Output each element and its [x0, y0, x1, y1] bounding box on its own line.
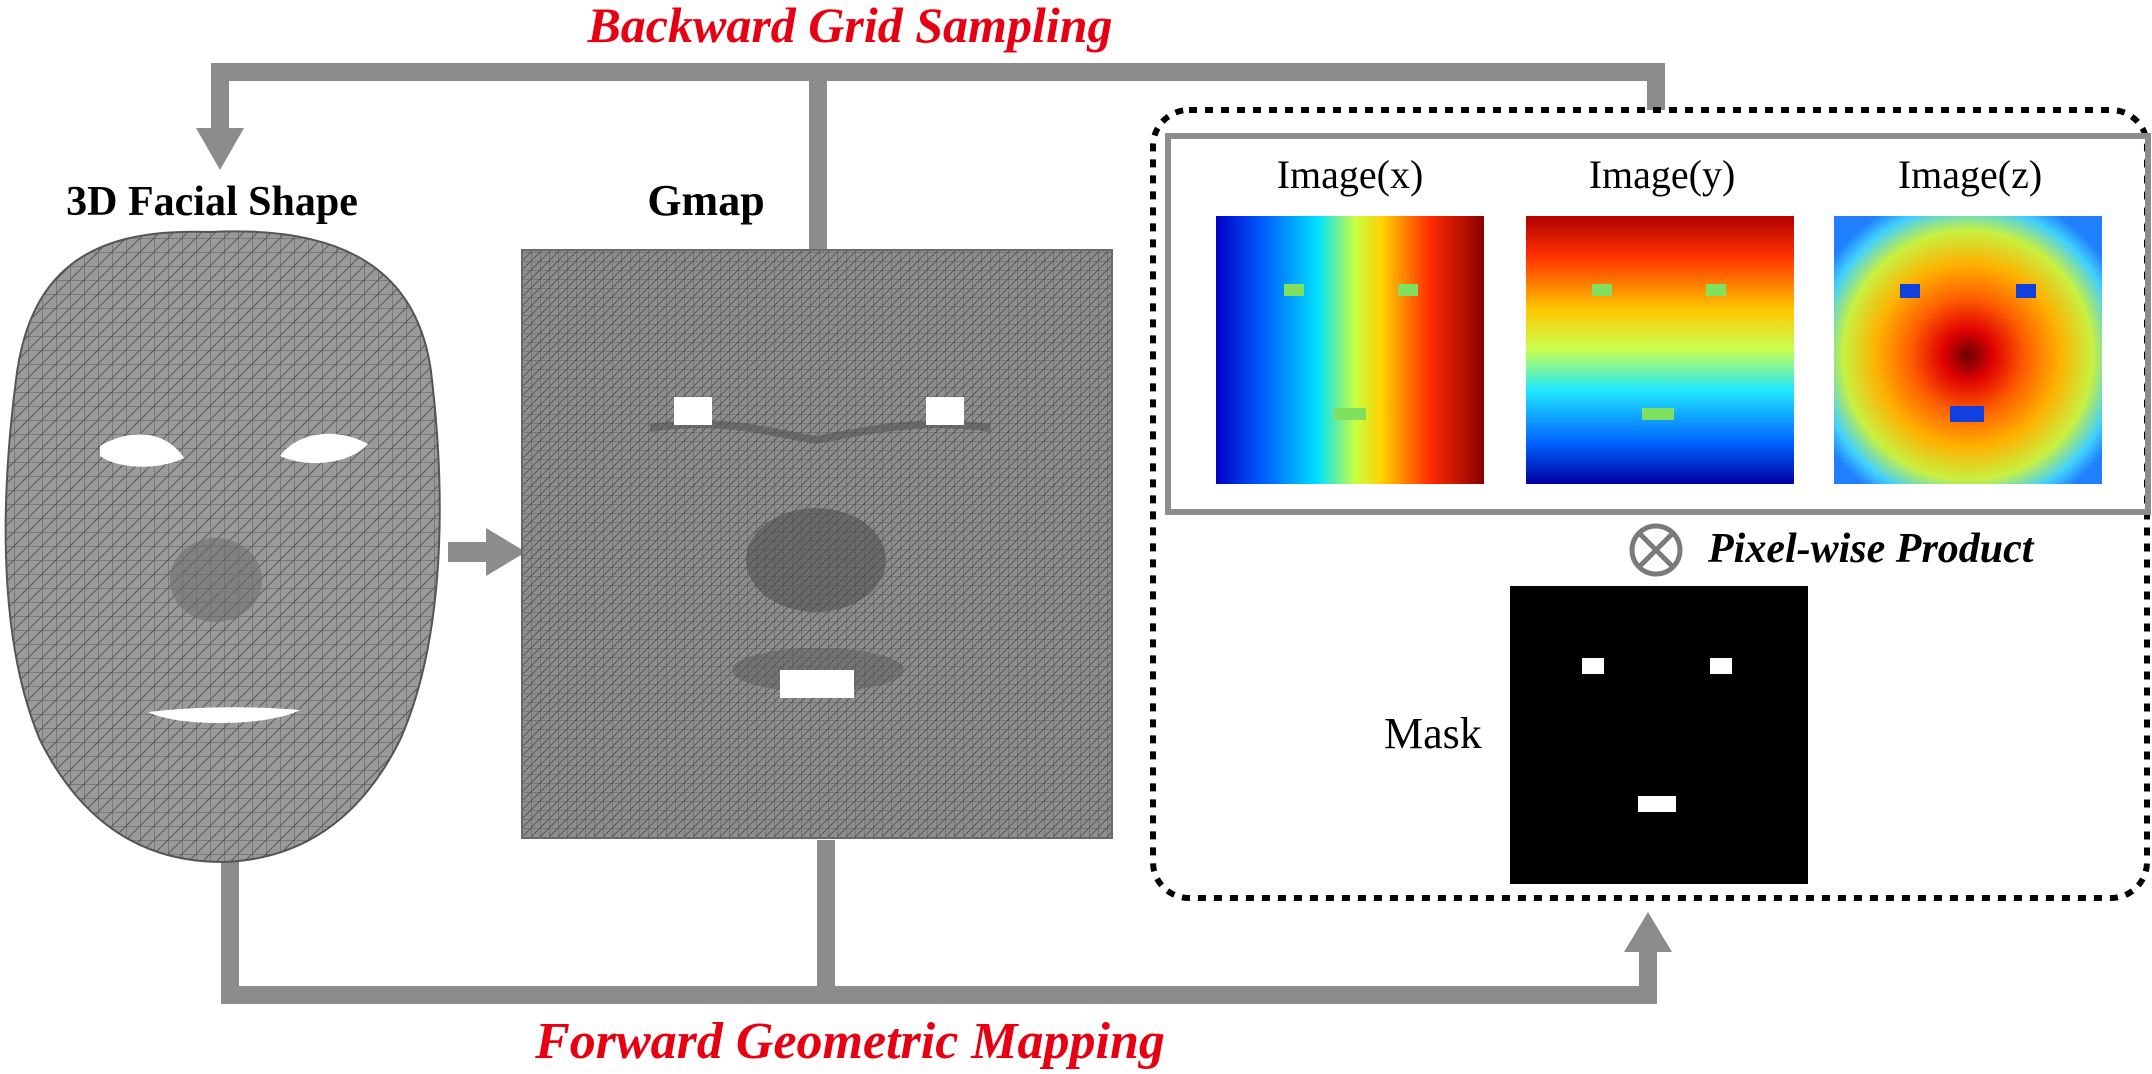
forward-arrowhead — [1624, 912, 1672, 952]
mask-image — [1510, 586, 1808, 884]
face-to-gmap-arrowhead — [486, 528, 526, 576]
image-x — [1216, 216, 1484, 484]
gmap-nose — [746, 508, 886, 612]
face-mouth — [148, 707, 300, 724]
gmap-mouth-hole — [780, 670, 854, 698]
backward-label: Backward Grid Sampling — [586, 0, 1112, 53]
output-dotted-container — [1150, 107, 2150, 901]
image-y — [1526, 216, 1794, 484]
face-left-eye — [100, 434, 184, 467]
images-group-box — [1165, 133, 2151, 515]
face-mesh — [4, 230, 441, 864]
face-nose — [170, 538, 262, 622]
image-y-title: Image(y) — [1589, 152, 1736, 197]
product-label: Pixel-wise Product — [1707, 526, 2035, 572]
forward-connector — [221, 840, 1657, 1004]
product-operator-icon — [1629, 523, 1683, 577]
gmap-mesh — [521, 249, 1113, 839]
face-title: 3D Facial Shape — [66, 179, 358, 225]
image-z — [1834, 216, 2102, 484]
image-z-title: Image(z) — [1898, 152, 2042, 197]
gmap-left-eye-hole — [674, 397, 712, 425]
face-right-eye — [280, 433, 368, 464]
gmap-right-eye-hole — [926, 397, 964, 425]
face-to-gmap-arrow-shaft — [448, 542, 488, 562]
forward-label: Forward Geometric Mapping — [534, 1013, 1165, 1070]
backward-connector — [211, 63, 1665, 250]
gmap-title: Gmap — [647, 176, 764, 225]
mask-label: Mask — [1384, 709, 1482, 758]
backward-arrowhead — [196, 128, 244, 170]
image-x-title: Image(x) — [1277, 152, 1424, 197]
